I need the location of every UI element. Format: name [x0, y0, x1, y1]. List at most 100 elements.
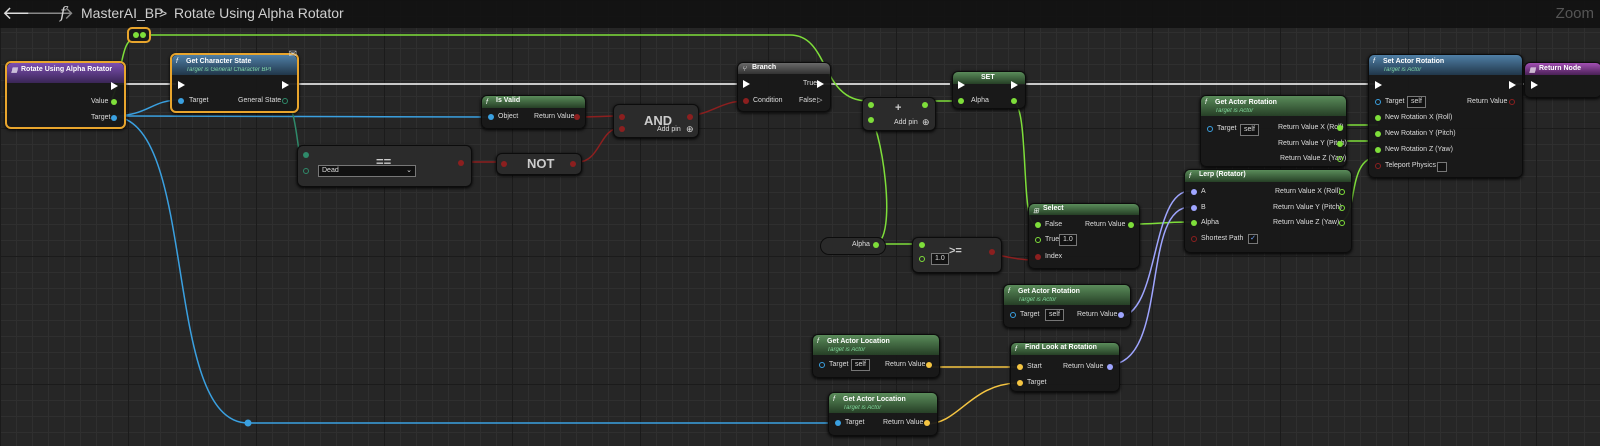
- alpha-out-pin[interactable]: [1011, 98, 1017, 104]
- alpha-getter-node[interactable]: Alpha: [820, 237, 886, 255]
- index-in-pin[interactable]: [1035, 254, 1041, 260]
- equal-enum-node[interactable]: == Dead⌄: [297, 145, 472, 187]
- entry-node[interactable]: ▦Rotate Using Alpha Rotator Value Target: [5, 61, 126, 129]
- bool-in-pin[interactable]: [619, 114, 625, 120]
- float-out-pin[interactable]: [1337, 156, 1343, 162]
- target-in-pin[interactable]: [1375, 99, 1381, 105]
- alpha-in-pin[interactable]: [958, 98, 964, 104]
- bool-out-pin[interactable]: [458, 160, 464, 166]
- target-out-pin[interactable]: [111, 115, 117, 121]
- exec-out-pin[interactable]: [111, 82, 118, 90]
- bool-out-pin[interactable]: [574, 114, 580, 120]
- add-pin-icon[interactable]: ⊕: [686, 124, 694, 134]
- float-out-pin[interactable]: [1339, 220, 1345, 226]
- greater-equal-node[interactable]: >= 1.0: [912, 237, 1002, 273]
- exec-out-pin[interactable]: [282, 81, 289, 89]
- compare-value-field[interactable]: 1.0: [931, 253, 949, 265]
- false-exec-out-pin[interactable]: ▷: [817, 97, 823, 104]
- rotator-in-pin[interactable]: [1191, 205, 1197, 211]
- bool-out-pin[interactable]: [570, 161, 576, 167]
- start-in-pin[interactable]: [1017, 364, 1023, 370]
- float-in-pin[interactable]: [919, 256, 925, 262]
- exec-in-pin[interactable]: [1375, 81, 1382, 89]
- float-in-pin[interactable]: [1375, 131, 1381, 137]
- bool-in-pin[interactable]: [619, 126, 625, 132]
- forward-arrow-icon[interactable]: 🡒: [26, 3, 75, 23]
- select-node[interactable]: ⊞Select False Return Value True 1.0 Inde…: [1028, 203, 1140, 269]
- true-exec-out-pin[interactable]: [817, 80, 824, 88]
- state-out-pin[interactable]: [282, 98, 288, 104]
- shortest-path-checkbox[interactable]: ✓: [1248, 234, 1258, 244]
- alpha-in-pin[interactable]: [1191, 220, 1197, 226]
- self-field[interactable]: self: [1045, 309, 1064, 321]
- float-in-pin[interactable]: [1375, 147, 1381, 153]
- add-pin-label[interactable]: Add pin: [894, 119, 918, 126]
- return-node[interactable]: ▦Return Node: [1524, 62, 1600, 98]
- byte-in-pin[interactable]: [303, 152, 309, 158]
- exec-in-pin[interactable]: [958, 81, 965, 89]
- target-in-pin[interactable]: [1017, 380, 1023, 386]
- self-field[interactable]: self: [1407, 96, 1426, 108]
- float-out-pin[interactable]: [1337, 125, 1343, 131]
- bool-in-pin[interactable]: [1191, 236, 1197, 242]
- float-out-pin[interactable]: [873, 242, 879, 248]
- exec-in-pin[interactable]: [178, 81, 185, 89]
- self-field[interactable]: self: [1240, 124, 1259, 136]
- teleport-physics-checkbox[interactable]: [1437, 162, 1447, 172]
- rotator-out-pin[interactable]: [1107, 364, 1113, 370]
- exec-in-pin[interactable]: [743, 80, 750, 88]
- rotator-out-pin[interactable]: [1118, 312, 1124, 318]
- branch-node[interactable]: ⑂Branch True Condition False ▷: [737, 62, 831, 112]
- rotator-in-pin[interactable]: [1191, 189, 1197, 195]
- set-alpha-node[interactable]: SET Alpha: [952, 71, 1026, 109]
- float-in-pin[interactable]: [1375, 115, 1381, 121]
- float-out-pin[interactable]: [1337, 141, 1343, 147]
- float-out-pin[interactable]: [1128, 222, 1134, 228]
- vector-out-pin[interactable]: [926, 362, 932, 368]
- not-node[interactable]: NOT: [496, 153, 582, 175]
- target-in-pin[interactable]: [1207, 126, 1213, 132]
- float-out-pin[interactable]: [1339, 189, 1345, 195]
- object-in-pin[interactable]: [488, 114, 494, 120]
- true-value-field[interactable]: 1.0: [1059, 234, 1077, 246]
- add-float-node[interactable]: + Add pin ⊕: [862, 97, 936, 131]
- enum-dropdown[interactable]: Dead⌄: [318, 165, 416, 177]
- bool-out-pin[interactable]: [1509, 99, 1515, 105]
- target-in-pin[interactable]: [178, 98, 184, 104]
- float-in-pin[interactable]: [919, 242, 925, 248]
- target-in-pin[interactable]: [1010, 312, 1016, 318]
- self-field[interactable]: self: [851, 359, 870, 371]
- back-arrow-icon[interactable]: 🡐: [2, 3, 51, 23]
- condition-in-pin[interactable]: [743, 98, 749, 104]
- vector-out-pin[interactable]: [924, 420, 930, 426]
- true-in-pin[interactable]: [1035, 237, 1041, 243]
- and-node[interactable]: AND Add pin ⊕: [613, 104, 699, 138]
- exec-out-pin[interactable]: [1011, 81, 1018, 89]
- bool-out-pin[interactable]: [989, 249, 995, 255]
- value-out-pin[interactable]: [111, 99, 117, 105]
- float-out-pin[interactable]: [922, 102, 928, 108]
- float-out-pin[interactable]: [1339, 205, 1345, 211]
- byte-in-pin[interactable]: [303, 168, 309, 174]
- add-pin-label[interactable]: Add pin: [657, 126, 681, 133]
- float-in-pin[interactable]: [868, 102, 874, 108]
- exec-out-pin[interactable]: [1509, 81, 1516, 89]
- breadcrumb-graph[interactable]: Rotate Using Alpha Rotator: [174, 5, 344, 21]
- target-in-pin[interactable]: [819, 362, 825, 368]
- bool-in-pin[interactable]: [1375, 163, 1381, 169]
- false-in-pin[interactable]: [1035, 222, 1041, 228]
- exec-in-pin[interactable]: [1531, 81, 1538, 89]
- add-pin-icon[interactable]: ⊕: [922, 117, 930, 127]
- bool-in-pin[interactable]: [501, 161, 507, 167]
- target-in-pin[interactable]: [835, 420, 841, 426]
- float-in-pin[interactable]: [868, 117, 874, 123]
- breadcrumb-blueprint[interactable]: MasterAI_BP: [81, 5, 164, 21]
